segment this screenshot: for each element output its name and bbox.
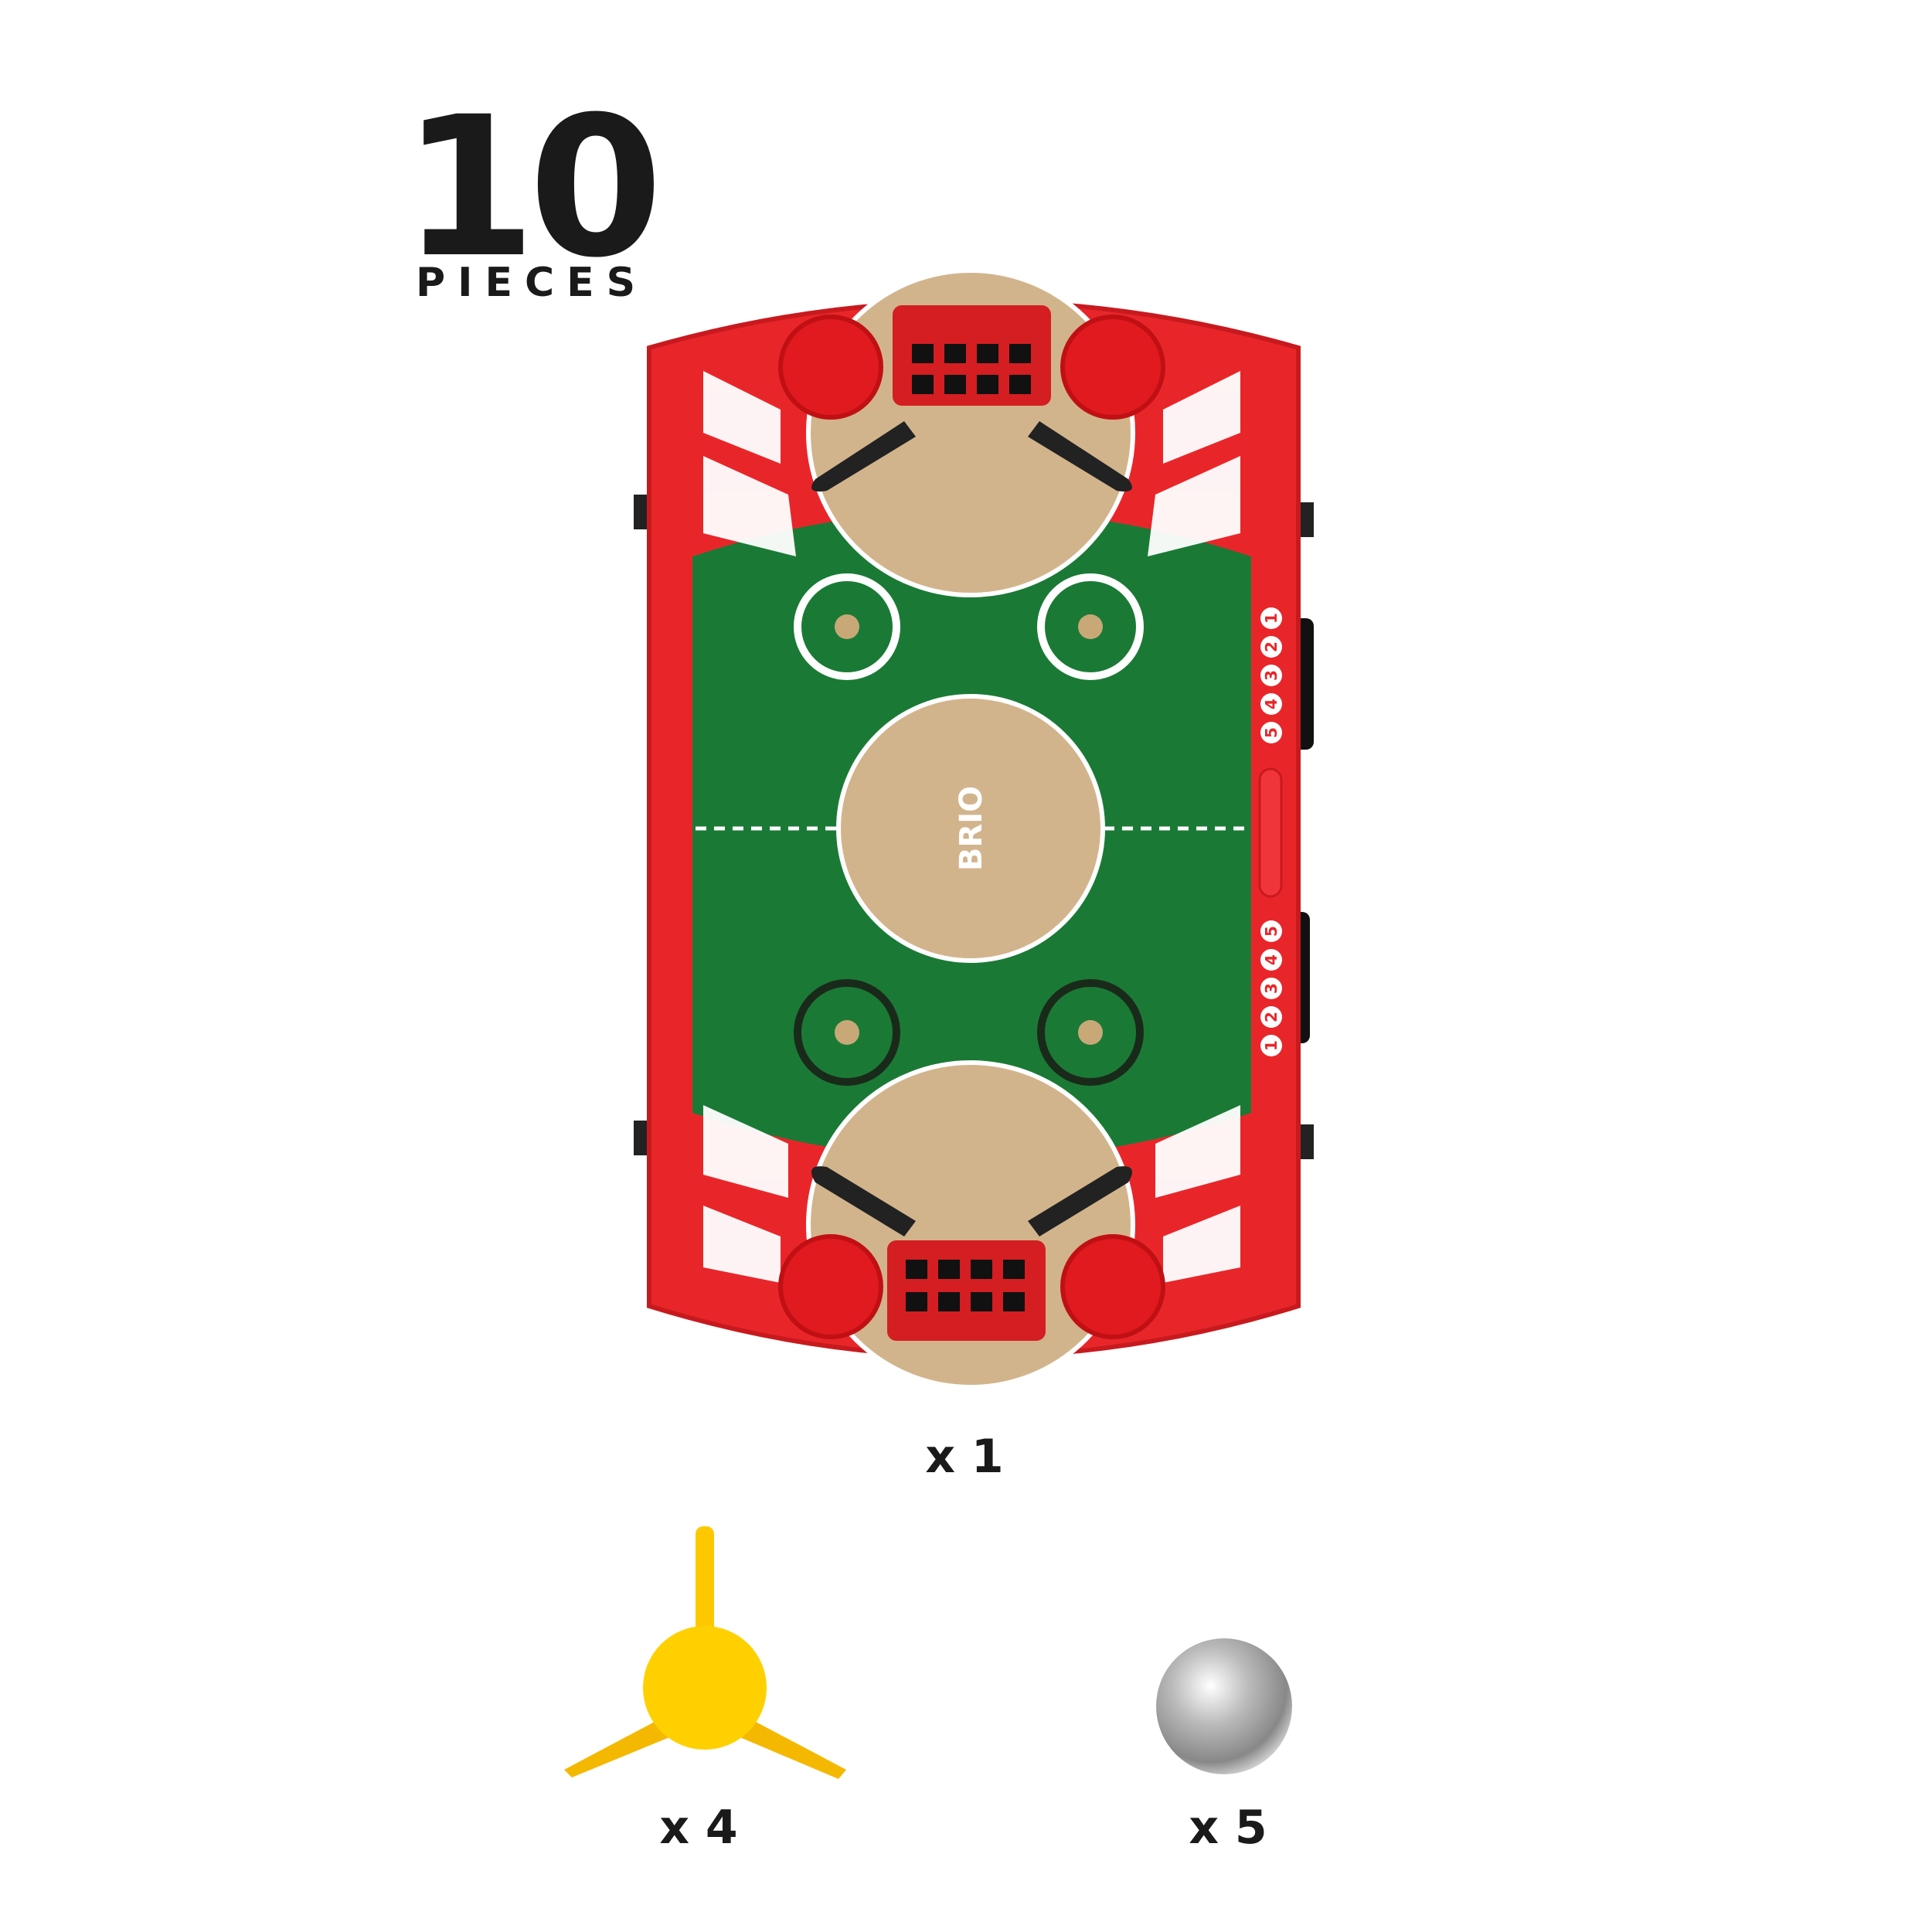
- score-marker: [1260, 978, 1282, 999]
- score-marker: [1260, 949, 1282, 971]
- score-number: 4: [1262, 699, 1281, 709]
- spinner-quantity: x 4: [659, 1801, 738, 1855]
- flippers: [811, 421, 1132, 1236]
- score-number: 1: [1262, 613, 1281, 624]
- score-markers-top: 1 2 3 4 5: [1260, 607, 1282, 743]
- score-number: 2: [1262, 1012, 1281, 1022]
- center-slot: [1258, 767, 1283, 898]
- goal-top: [893, 305, 1051, 406]
- score-number: 3: [1262, 983, 1281, 994]
- score-marker: [1260, 722, 1282, 743]
- score-number: 3: [1262, 670, 1281, 681]
- score-marker: [1260, 693, 1282, 715]
- score-markers-bottom: 5 4 3 2 1: [1260, 920, 1282, 1056]
- score-marker: [1260, 920, 1282, 942]
- spinner-illustration: [564, 1526, 846, 1779]
- score-number: 1: [1262, 1040, 1281, 1051]
- ball-quantity: x 5: [1189, 1801, 1267, 1855]
- brand-logo: BRIO: [954, 786, 989, 871]
- score-number: 4: [1262, 954, 1281, 965]
- score-marker: [1260, 1006, 1282, 1028]
- score-marker: [1260, 607, 1282, 629]
- game-board: [634, 268, 1314, 1389]
- score-number: 5: [1262, 727, 1281, 738]
- score-number: 5: [1262, 926, 1281, 937]
- pieces-label: PIECES: [416, 260, 648, 306]
- score-marker: [1260, 636, 1282, 658]
- score-marker: [1260, 665, 1282, 686]
- board-quantity: x 1: [925, 1430, 1004, 1484]
- goal-bottom: [887, 1240, 1046, 1341]
- ball-illustration: [1156, 1638, 1292, 1774]
- piece-count: 10: [402, 75, 663, 300]
- score-marker: [1260, 1035, 1282, 1056]
- score-number: 2: [1262, 641, 1281, 652]
